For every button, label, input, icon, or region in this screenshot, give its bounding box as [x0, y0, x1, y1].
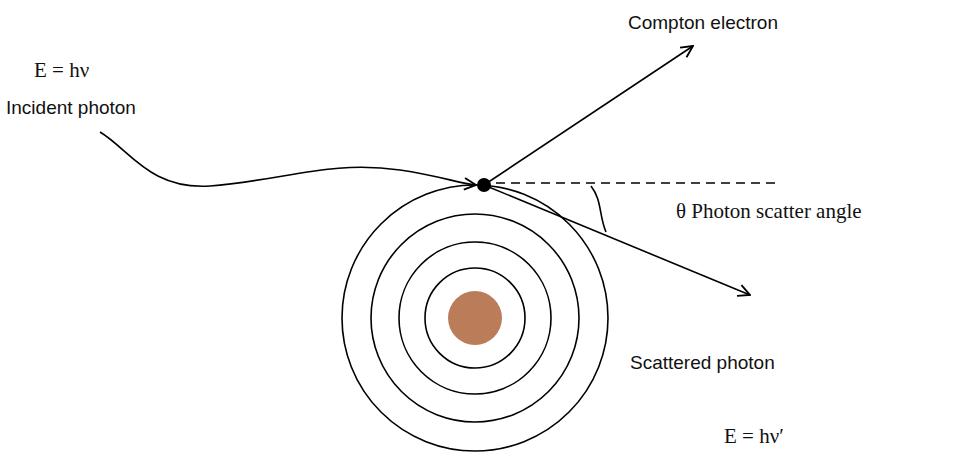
- electron-shell: [342, 185, 608, 451]
- electron-shell: [371, 214, 579, 422]
- atom-shells: [342, 185, 608, 451]
- electron-dot: [477, 178, 491, 192]
- electron-shell: [425, 268, 525, 368]
- electron-shell: [399, 242, 551, 394]
- particle-label: Compton electron: [628, 12, 778, 34]
- particle-label: Incident photon: [6, 97, 136, 119]
- angle-label: θ Photon scatter angle: [676, 199, 862, 223]
- energy-label: E = hν′: [724, 424, 784, 448]
- incident-photon-path: [100, 132, 476, 186]
- electron-path: [484, 46, 693, 185]
- particle-label: Scattered photon: [630, 352, 775, 374]
- angle-arc: [591, 186, 606, 232]
- nucleus: [448, 291, 502, 345]
- energy-label: E = hν: [34, 58, 89, 82]
- reference-line: [496, 182, 776, 184]
